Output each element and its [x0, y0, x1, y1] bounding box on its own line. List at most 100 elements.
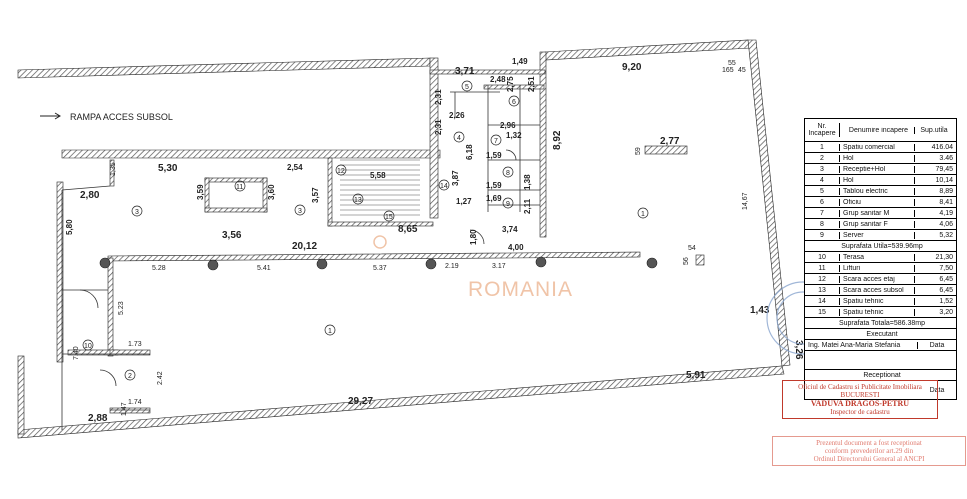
dim: 1,49 — [512, 57, 528, 66]
stamp-note-2: conform prevederilor art.29 din — [824, 447, 914, 455]
dim: 2,96 — [500, 121, 516, 130]
legend-area: 10,14 — [935, 176, 953, 184]
room-number: 5 — [465, 84, 469, 91]
interior-lines — [61, 85, 540, 430]
legend-signature-row — [805, 350, 956, 369]
dim: 29,27 — [348, 396, 373, 407]
legend-nr: 11 — [805, 264, 840, 272]
legend-receptionat: Receptionat — [805, 369, 956, 380]
dim: 1,69 — [486, 194, 502, 203]
dim: 3,26 — [793, 340, 804, 360]
legend-name: Spatiu tehnic — [840, 297, 915, 305]
watermark-text: ROMANIA — [468, 278, 574, 301]
legend-area: 6,45 — [939, 275, 953, 283]
dim: 1,43 — [750, 305, 770, 316]
dimension-labels: 3,71 1,49 9,20 55 45 165 2,48 2,75 2,51 … — [65, 57, 804, 424]
dim: 5,30 — [158, 163, 178, 174]
legend-nr: 7 — [805, 209, 840, 217]
legend-nr: 4 — [805, 176, 840, 184]
room-number: 14 — [440, 183, 448, 190]
legend-name: Terasa — [840, 253, 915, 261]
legend-name: Oficiu — [840, 198, 915, 206]
room-number: 10 — [84, 343, 92, 350]
legend-data-label: Data — [929, 341, 945, 349]
dim: 1,47 — [121, 402, 128, 416]
legend-nr: 1 — [805, 143, 840, 151]
room-number: 11 — [236, 184, 243, 191]
dim: 1,59 — [486, 151, 502, 160]
legend-executant-label: Executant — [866, 330, 898, 338]
legend-util-total: Suprafata Utila=539.96mp — [805, 240, 956, 251]
dim: 14,67 — [742, 192, 749, 210]
legend-area: 1,52 — [939, 297, 953, 305]
legend-name: Hol — [840, 176, 915, 184]
dim: 5.28 — [152, 265, 166, 272]
inspector-stamp: Oficiul de Cadastru si Publicitate Imobi… — [782, 380, 938, 419]
dim: 3,56 — [222, 230, 242, 241]
dim: 1.74 — [128, 399, 142, 406]
dim: 9,20 — [622, 62, 642, 73]
dim: 5.37 — [373, 265, 387, 272]
legend-area: 4,06 — [939, 220, 953, 228]
dim: 7.40 — [73, 346, 80, 360]
room-number: 2 — [128, 373, 132, 380]
legend-executant-name: Ing. Matei Ana-Maria Stefania — [805, 341, 918, 349]
legend-executant: Executant — [805, 328, 956, 339]
reception-stamp: Prezentul document a fost receptionat co… — [772, 436, 966, 466]
dim: 5.23 — [118, 301, 125, 315]
room-number: 1 — [641, 211, 645, 218]
dim: 1,38 — [523, 174, 532, 190]
legend-name: Receptie+Hol — [840, 165, 915, 173]
room-number: 1 — [328, 328, 332, 335]
dim: 3,74 — [502, 225, 518, 234]
legend-name: Grup sanitar F — [840, 220, 915, 228]
legend-area: 8,41 — [939, 198, 953, 206]
legend-name: Tablou electric — [840, 187, 915, 195]
dim: 5,91 — [686, 370, 706, 381]
legend-header-name: Denumire incapere — [840, 126, 915, 134]
legend-area: 3,20 — [939, 308, 953, 316]
legend-name: Spatiu comercial — [840, 143, 915, 151]
room-markers — [82, 80, 649, 381]
dim: 55 — [728, 60, 736, 67]
legend-nr: 5 — [805, 187, 840, 195]
room-marker-labels: 1 2 3 3 4 5 6 7 8 9 10 11 12 13 14 15 1 — [84, 84, 645, 380]
legend-name: Hol — [840, 154, 915, 162]
stamp-inspector-role: Inspector de cadastru — [830, 408, 890, 416]
legend-receptionat-label: Receptionat — [863, 371, 901, 379]
ramp-label: RAMPA ACCES SUBSOL — [70, 112, 173, 122]
legend-name: Lifturi — [840, 264, 915, 272]
dim: 5.41 — [257, 265, 271, 272]
stamp-note-1: Prezentul document a fost receptionat — [816, 439, 922, 447]
dim: 2,88 — [88, 413, 108, 424]
legend-nr: 14 — [805, 297, 840, 305]
legend-name: Spatiu tehnic — [840, 308, 915, 316]
dim: 3,57 — [311, 187, 320, 203]
outer-walls — [17, 39, 791, 439]
legend-nr: 12 — [805, 275, 840, 283]
dim: 2,75 — [506, 76, 515, 92]
room-number: 4 — [457, 135, 461, 142]
dim: 2,31 — [434, 89, 443, 105]
legend-header-nr: Nr. Incapere — [805, 123, 840, 137]
dim: 59 — [635, 147, 642, 155]
legend-name: Server — [840, 231, 915, 239]
legend-nr: 15 — [805, 308, 840, 316]
legend-nr: 10 — [805, 253, 840, 261]
room-legend-table: Nr. Incapere Denumire incapere Sup.utila… — [804, 118, 957, 400]
room-number: 13 — [354, 197, 362, 204]
legend-nr: 3 — [805, 165, 840, 173]
legend-area: 79,45 — [935, 165, 953, 173]
dim: 4,00 — [508, 243, 524, 252]
dim: 45 — [738, 67, 746, 74]
dim: 2,11 — [523, 198, 532, 214]
legend-data-label-2: Data — [929, 386, 945, 394]
